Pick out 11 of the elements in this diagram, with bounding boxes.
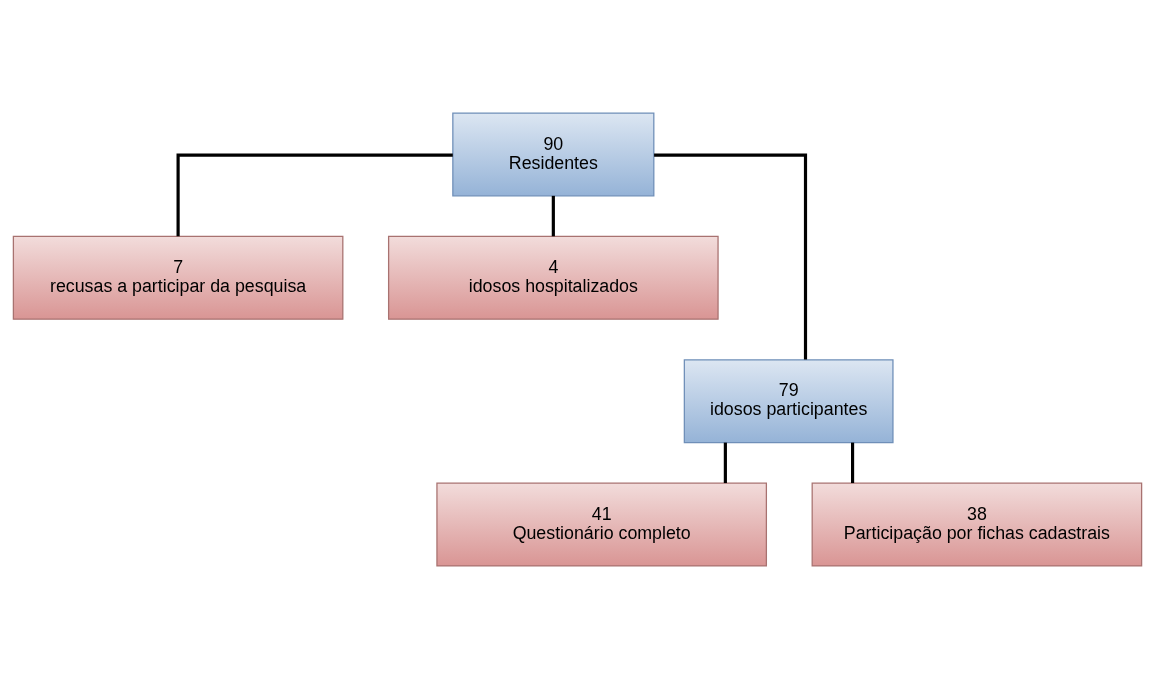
connector	[723, 442, 727, 483]
connector	[551, 195, 555, 236]
node-box: 41 Questionário completo	[436, 482, 768, 567]
node-box: 90 Residentes	[452, 111, 655, 196]
node-box: 79 idosos participantes	[683, 358, 894, 443]
connector	[851, 442, 855, 483]
node-box: 7 recusas a participar da pesquisa	[12, 235, 344, 320]
connector	[176, 152, 453, 236]
connector	[654, 152, 808, 359]
node-box: 38 Participação por fichas cadastrais	[811, 482, 1143, 567]
node-box: 4 idosos hospitalizados	[387, 235, 719, 320]
